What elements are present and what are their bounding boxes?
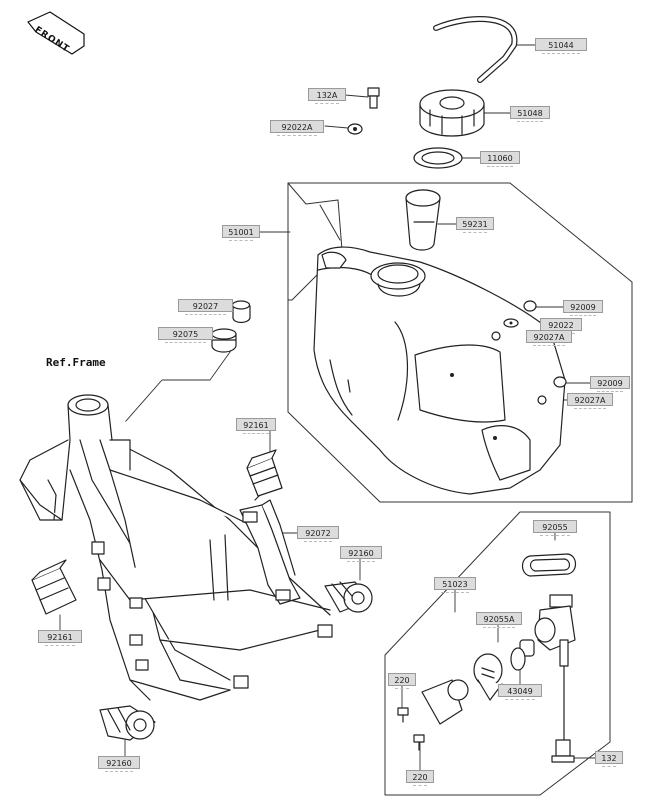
part-label-43049: 43049: [498, 684, 542, 700]
rubber-bumper-upper: [246, 449, 283, 501]
part-label-92072: 92072: [297, 526, 339, 542]
damper-lower: [99, 705, 156, 741]
part-label-51023: 51023: [434, 577, 476, 593]
grommet-92075: [211, 328, 237, 353]
part-label-220-upper: 220: [388, 673, 416, 689]
rubber-bumper-lower: [31, 559, 77, 615]
part-label-92009-upper: 92009: [563, 300, 603, 316]
fuel-tank: [313, 246, 566, 495]
fuel-filter: [405, 189, 441, 251]
grommet-leader: [117, 344, 236, 431]
part-label-92055a: 92055A: [476, 612, 522, 628]
rubber-strap: [239, 499, 301, 605]
damper-right: [324, 581, 373, 613]
part-label-59231: 59231: [456, 217, 494, 233]
o-ring-43049: [510, 647, 526, 671]
part-label-51048: 51048: [510, 106, 550, 122]
fuel-petcock: [519, 594, 576, 741]
part-label-51044: 51044: [535, 38, 587, 54]
screw-220-upper: [397, 707, 409, 723]
bolt-132a: [367, 87, 380, 109]
part-label-92161-upper: 92161: [236, 418, 276, 434]
part-label-132: 132: [595, 751, 623, 767]
part-label-92027a-upper: 92027A: [526, 330, 572, 346]
part-label-92027: 92027: [178, 299, 233, 315]
part-label-92161-lower: 92161: [38, 630, 82, 646]
front-badge-text: FRONT: [32, 25, 72, 55]
part-label-92027a-lower: 92027A: [567, 393, 613, 409]
part-label-92160-right: 92160: [340, 546, 382, 562]
petcock-gasket: [521, 553, 577, 577]
part-label-51001: 51001: [222, 225, 260, 241]
bolt-132: [551, 739, 575, 763]
part-label-220-lower: 220: [406, 770, 434, 786]
front-arrow-shape: [27, 11, 85, 55]
part-label-132a: 132A: [308, 88, 346, 104]
front-badge: FRONT: [28, 12, 84, 55]
petcock-plate: [421, 679, 469, 725]
filler-cap: [419, 89, 485, 137]
petcock-group-frame: [384, 511, 611, 796]
collar-92027: [231, 300, 251, 324]
part-label-92055: 92055: [533, 520, 577, 536]
part-label-92009-lower: 92009: [590, 376, 630, 392]
gasket-11060: [413, 147, 463, 169]
part-label-92022a: 92022A: [270, 120, 324, 136]
part-label-92075: 92075: [158, 327, 213, 343]
fuel-hose: [433, 16, 518, 83]
screw-220-lower: [413, 734, 425, 751]
tank-mount-small-parts: [491, 300, 567, 405]
tank-group-frame: [287, 182, 633, 503]
ref-frame-label: Ref.Frame: [46, 356, 106, 369]
part-label-92160-lower: 92160: [98, 756, 140, 772]
part-label-11060: 11060: [480, 151, 520, 167]
